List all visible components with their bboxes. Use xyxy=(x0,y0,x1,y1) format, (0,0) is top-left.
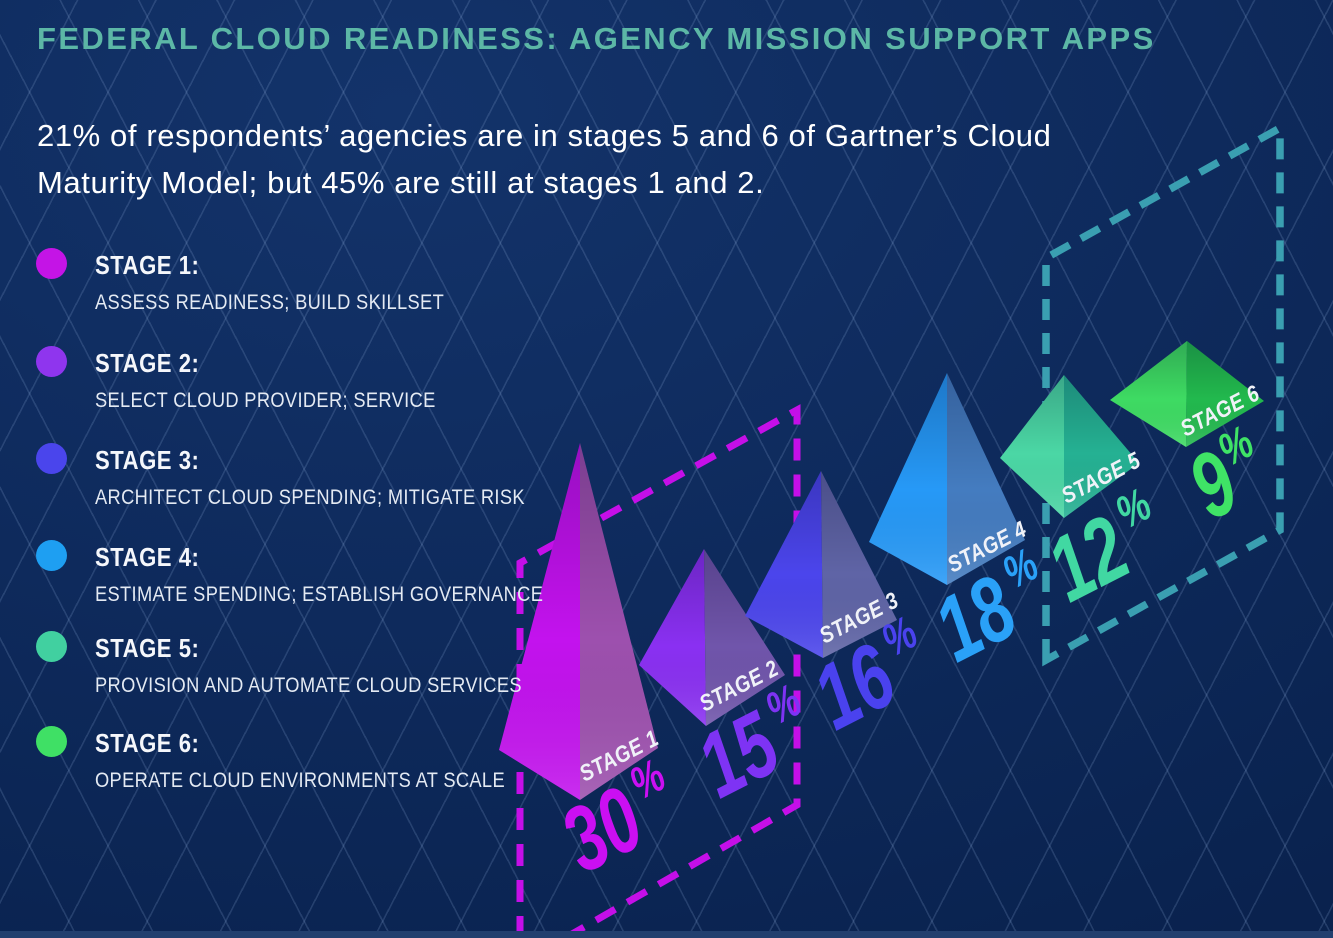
subtitle: 21% of respondents’ agencies are in stag… xyxy=(37,112,1052,206)
stage-1-dot-icon xyxy=(36,248,67,279)
subtitle-line-2: Maturity Model; but 45% are still at sta… xyxy=(37,165,765,200)
stage-4-dot-icon xyxy=(36,540,67,571)
legend-stage-title: STAGE 1: xyxy=(95,250,200,280)
bottom-edge-strip xyxy=(0,931,1333,938)
legend-stage-description: SELECT CLOUD PROVIDER; SERVICE xyxy=(95,388,436,412)
pyramid-stage-3 xyxy=(745,471,897,658)
pyramid-stage-5 xyxy=(1000,375,1139,518)
pyramid-stage-3-shading xyxy=(745,471,897,658)
legend-item-stage-1: STAGE 1: ASSESS READINESS; BUILD SKILLSE… xyxy=(36,248,576,315)
stage-2-dot-icon xyxy=(36,346,67,377)
stages-5-6-group-outline xyxy=(1042,121,1284,667)
legend-stage-description: ARCHITECT CLOUD SPENDING; MITIGATE RISK xyxy=(95,485,525,509)
legend-stage-description: ESTIMATE SPENDING; ESTABLISH GOVERNANCE xyxy=(95,582,544,606)
legend-item-stage-5: STAGE 5: PROVISION AND AUTOMATE CLOUD SE… xyxy=(36,631,576,698)
legend-stage-title: STAGE 4: xyxy=(95,542,200,572)
stages-1-2-group-outline xyxy=(516,404,801,938)
pyramid-stage-5-shading xyxy=(1000,375,1139,518)
legend-stage-description: OPERATE CLOUD ENVIRONMENTS AT SCALE xyxy=(95,768,505,792)
legend-stage-title: STAGE 5: xyxy=(95,633,200,663)
pyramid-stage-1-shading xyxy=(499,443,658,800)
pyramid-stage-2 xyxy=(639,549,785,726)
legend-stage-description: PROVISION AND AUTOMATE CLOUD SERVICES xyxy=(95,673,522,697)
stage-3-dot-icon xyxy=(36,443,67,474)
legend-stage-title: STAGE 2: xyxy=(95,348,200,378)
page-title: FEDERAL CLOUD READINESS: AGENCY MISSION … xyxy=(37,21,1156,56)
pyramid-stage-2-shading xyxy=(639,549,785,726)
pyramid-stage-4 xyxy=(869,373,1025,585)
legend-item-stage-4: STAGE 4: ESTIMATE SPENDING; ESTABLISH GO… xyxy=(36,540,576,607)
stage-5-dot-icon xyxy=(36,631,67,662)
pyramid-stage-1 xyxy=(499,443,658,800)
pyramid-stage-4-shading xyxy=(869,373,1025,585)
stage-6-dot-icon xyxy=(36,726,67,757)
legend-stage-description: ASSESS READINESS; BUILD SKILLSET xyxy=(95,290,445,314)
legend-item-stage-2: STAGE 2: SELECT CLOUD PROVIDER; SERVICE xyxy=(36,346,576,413)
legend-item-stage-3: STAGE 3: ARCHITECT CLOUD SPENDING; MITIG… xyxy=(36,443,576,510)
subtitle-line-1: 21% of respondents’ agencies are in stag… xyxy=(37,118,1052,153)
legend-item-stage-6: STAGE 6: OPERATE CLOUD ENVIRONMENTS AT S… xyxy=(36,726,576,793)
legend-stage-title: STAGE 6: xyxy=(95,728,200,758)
legend-stage-title: STAGE 3: xyxy=(95,445,200,475)
pyramid-stage-6-shading xyxy=(1110,341,1264,447)
pyramid-stage-6 xyxy=(1110,341,1264,447)
